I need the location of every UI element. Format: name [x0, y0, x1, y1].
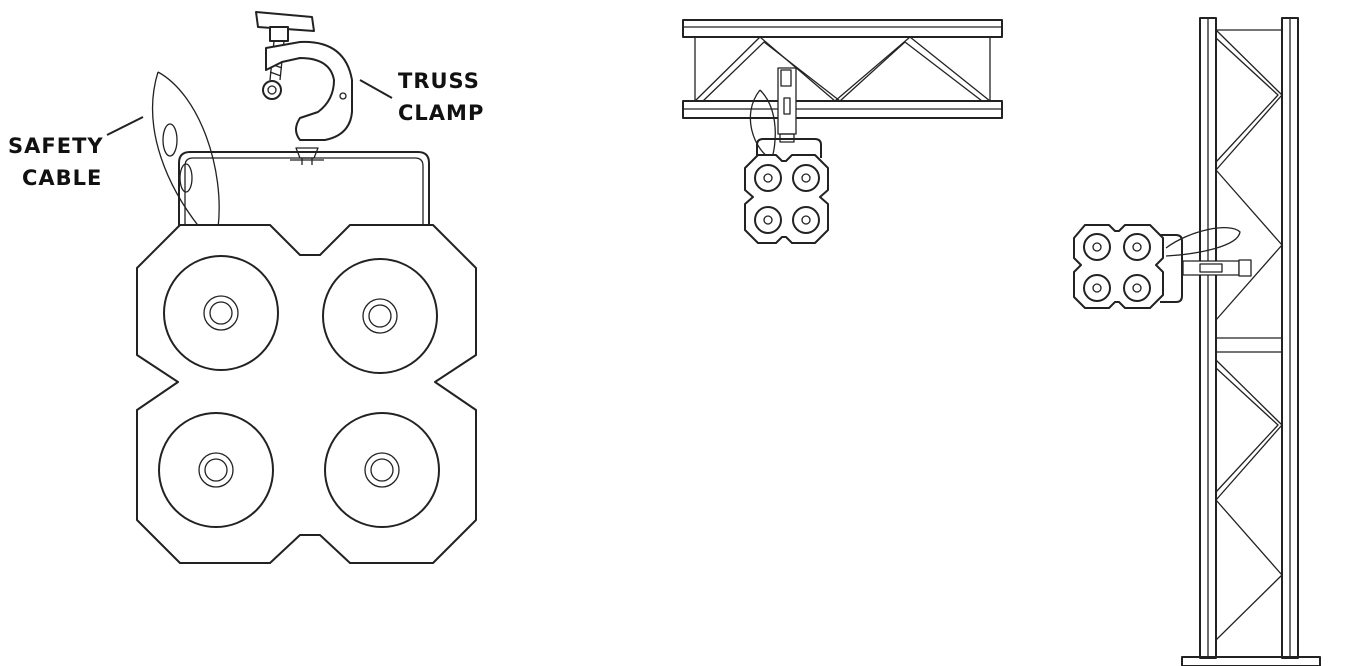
vertical-truss-icon	[1181, 17, 1321, 666]
led-lens-bottom-right	[324, 412, 440, 528]
quad-led-fixture-icon	[136, 224, 477, 564]
led-lens-bottom-left	[158, 412, 274, 528]
safety-cable-side	[1165, 226, 1241, 257]
safety-cable-label-line1: SAFETY	[8, 134, 104, 158]
truss-clamp-label-line2: CLAMP	[398, 101, 484, 125]
safety-cable-label-line2: CABLE	[22, 166, 102, 190]
truss-clamp-small	[777, 67, 797, 143]
large-fixture-detail: SAFETY CABLE TRUSS CLAMP	[8, 11, 484, 564]
truss-clamp-side	[1182, 259, 1252, 277]
led-lens-top-left	[163, 255, 279, 371]
safety-cable-leader	[106, 116, 144, 136]
horizontal-truss-mount	[682, 19, 1003, 244]
truss-clamp-label-line1: TRUSS	[398, 69, 480, 93]
led-lens-top-right	[322, 258, 438, 374]
truss-clamp-leader	[359, 79, 393, 99]
truss-clamp-icon	[255, 11, 353, 165]
safety-cable-icon	[151, 71, 220, 229]
truss-icon	[682, 19, 1003, 119]
quad-led-fixture-small-hanging	[744, 154, 829, 244]
vertical-truss-mount	[1073, 17, 1321, 666]
mounting-bracket	[178, 151, 430, 232]
quad-led-fixture-small-side	[1073, 224, 1164, 309]
